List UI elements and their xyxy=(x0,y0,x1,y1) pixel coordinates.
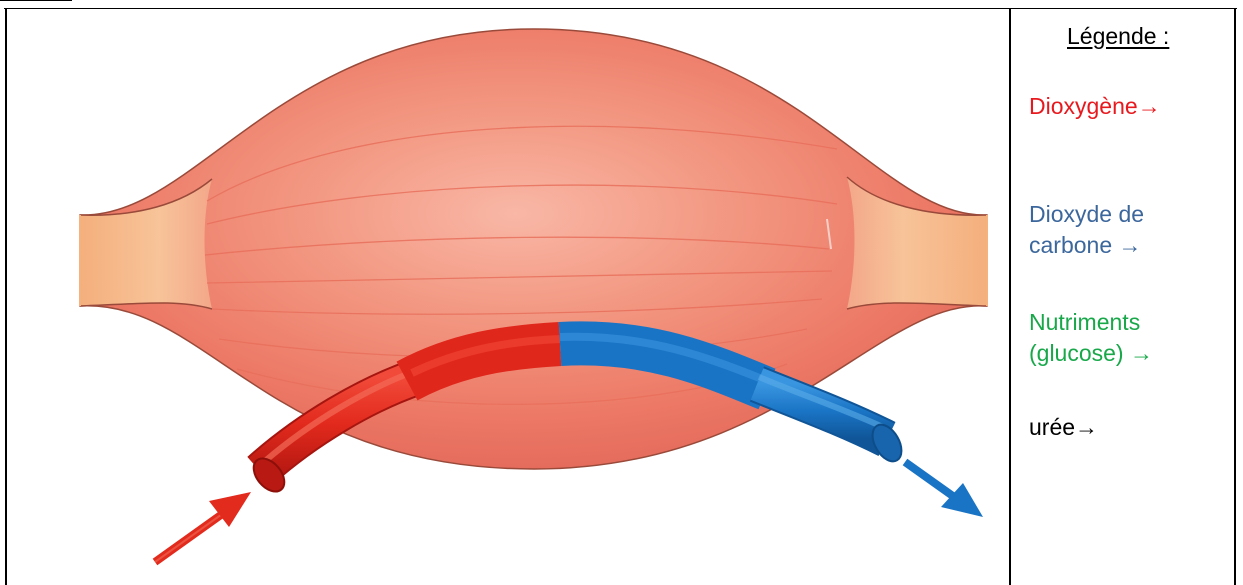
legend-item-urea: urée→ xyxy=(1029,412,1229,443)
arrow-right-icon: → xyxy=(1130,340,1153,366)
legend-item-label-line-1: Dioxyde de xyxy=(1029,199,1229,230)
legend-item-dioxygen: Dioxygène→ xyxy=(1029,91,1229,122)
arrow-right-icon: → xyxy=(1138,93,1161,119)
legend-title: Légende : xyxy=(1067,21,1169,52)
arrow-right-icon: → xyxy=(1119,232,1142,258)
table-right-border xyxy=(1234,8,1236,585)
legend-item-nutrients: Nutriments (glucose) → xyxy=(1029,307,1229,369)
muscle-diagram-cell xyxy=(7,9,1009,585)
legend-item-carbon-dioxide: Dioxyde de carbone → xyxy=(1029,199,1229,261)
legend-item-label: urée xyxy=(1029,414,1075,440)
legend-item-label-line-1: Nutriments xyxy=(1029,307,1229,338)
top-left-rule xyxy=(0,0,72,1)
arrow-right-icon: → xyxy=(1075,414,1098,440)
legend-cell: Légende : Dioxygène→ Dioxyde de carbone … xyxy=(1011,9,1234,585)
muscle-diagram xyxy=(7,9,1009,585)
legend-item-label-line-2: carbone xyxy=(1029,232,1119,258)
legend-item-label: Dioxygène xyxy=(1029,93,1138,119)
legend-item-label-line-2: (glucose) xyxy=(1029,340,1130,366)
outflow-arrow xyxy=(905,462,983,517)
inflow-arrow xyxy=(155,492,251,562)
